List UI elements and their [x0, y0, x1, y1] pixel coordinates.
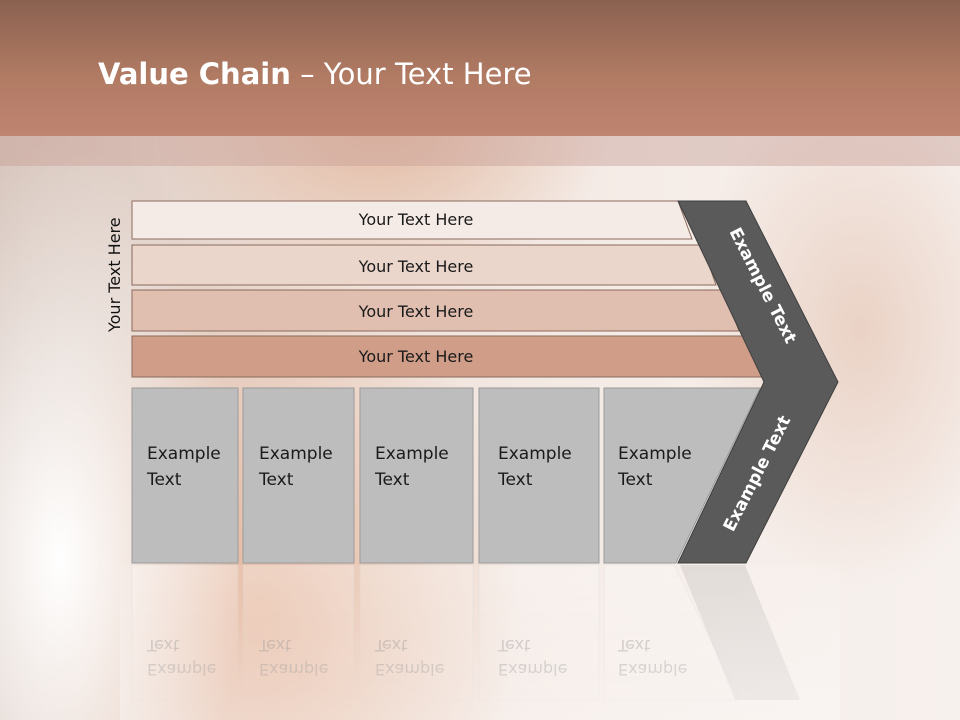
- box-4-line1: Example: [498, 444, 572, 464]
- activity-box-4[interactable]: [478, 387, 600, 564]
- title-bar-strip: [0, 136, 960, 166]
- box-2-line2: Text: [258, 470, 294, 490]
- row-label-4: Your Text Here: [358, 347, 474, 366]
- slide-title-rest: – Your Text Here: [290, 57, 532, 91]
- row-label-2: Your Text Here: [358, 257, 474, 276]
- activity-boxes: Example Text Example Text Example Text E…: [131, 387, 761, 564]
- row-bar-2[interactable]: [131, 244, 717, 286]
- activity-box-2[interactable]: [242, 387, 355, 564]
- row-bars: Your Text Here Your Text Here Your Text …: [131, 200, 764, 378]
- slide-title[interactable]: Value Chain – Your Text Here: [98, 54, 532, 94]
- box-1-line1: Example: [147, 444, 221, 464]
- slide-title-bold: Value Chain: [98, 57, 291, 91]
- row-bar-1[interactable]: [131, 200, 693, 240]
- box-5-line2: Text: [617, 470, 653, 490]
- box-2-line1: Example: [259, 444, 333, 464]
- box-5-line1: Example: [618, 444, 692, 464]
- row-label-3: Your Text Here: [358, 302, 474, 321]
- box-1-line2: Text: [146, 470, 182, 490]
- box-4-line2: Text: [497, 470, 533, 490]
- activity-box-5[interactable]: [603, 387, 761, 564]
- row-bar-3[interactable]: [131, 289, 740, 332]
- row-label-1: Your Text Here: [358, 210, 474, 229]
- activity-box-3[interactable]: [359, 387, 474, 564]
- title-bar: [0, 0, 960, 136]
- box-3-line1: Example: [375, 444, 449, 464]
- box-3-line2: Text: [374, 470, 410, 490]
- activity-box-1[interactable]: [131, 387, 239, 564]
